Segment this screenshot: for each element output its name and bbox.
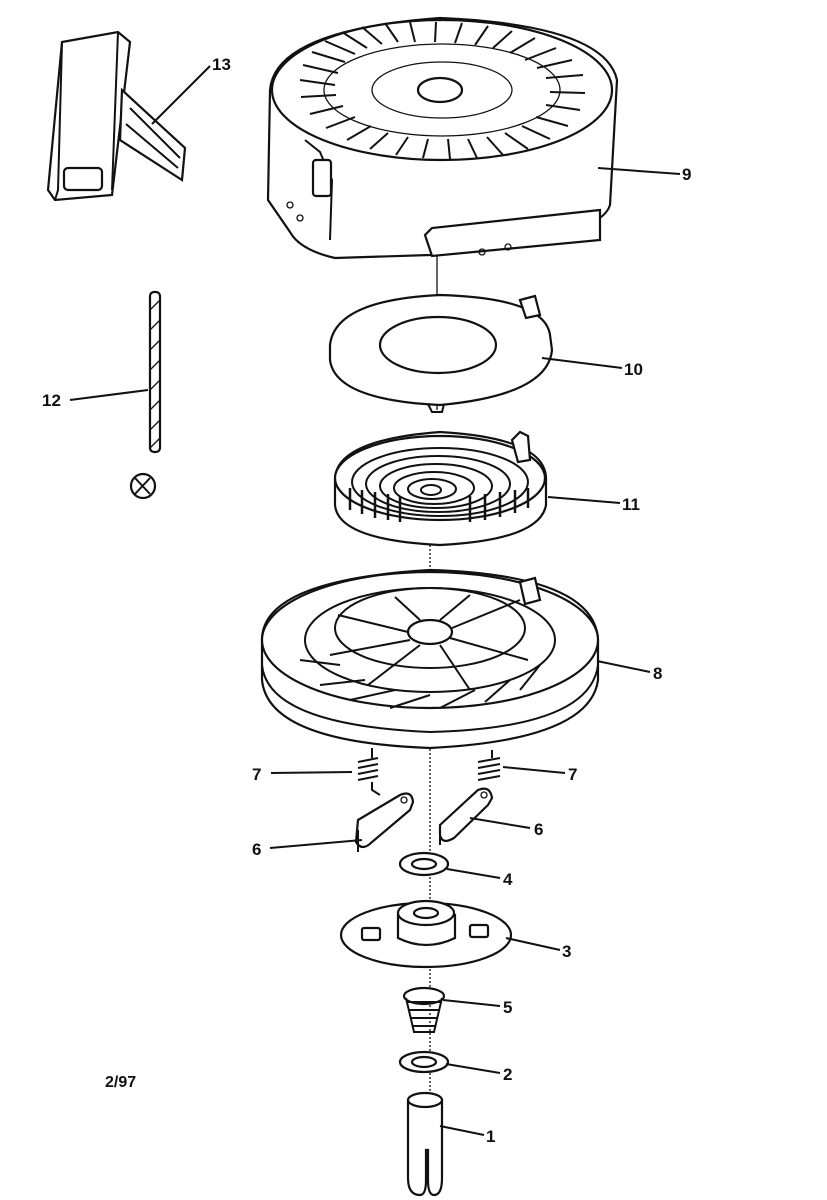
- callout-10: 10: [624, 360, 643, 379]
- callout-13: 13: [212, 55, 231, 74]
- callout-6-left: 6: [252, 840, 261, 859]
- callout-11: 9: [682, 165, 691, 184]
- callout-12: 12: [42, 391, 61, 410]
- callout-4: 4: [503, 870, 513, 889]
- part-11-starter-housing: [266, 16, 619, 260]
- part-6-pawl-left: [354, 792, 415, 852]
- callout-2: 2: [503, 1065, 512, 1084]
- part-8-pulley: [260, 568, 600, 750]
- part-10-retainer-plate: [328, 293, 554, 413]
- callout-1: 1: [486, 1127, 495, 1146]
- part-9-recoil-spring: [333, 430, 548, 547]
- housing-vent-fins: [299, 21, 586, 160]
- callout-8: 8: [653, 664, 662, 683]
- part-3-retainer: [339, 899, 513, 969]
- part-7-spring-right: [477, 750, 501, 781]
- callout-3: 3: [562, 942, 571, 961]
- callout-7-left: 7: [252, 765, 261, 784]
- part-2-washer: [398, 1050, 450, 1074]
- part-12-starter-rope: [129, 290, 162, 500]
- callout-9: 11: [622, 495, 640, 514]
- part-1-center-pin: [406, 1091, 444, 1197]
- part-5-spring: [402, 986, 446, 1033]
- date-code: 2/97: [105, 1074, 136, 1091]
- callout-7-right: 7: [568, 765, 577, 784]
- part-13-starter-handle: [46, 30, 187, 202]
- callout-5: 5: [503, 998, 512, 1017]
- part-7-spring-left: [357, 748, 381, 796]
- part-6-pawl-right: [438, 787, 494, 845]
- callout-6-right: 6: [534, 820, 543, 839]
- leader-lines: [69, 65, 681, 1136]
- part-4-washer: [398, 851, 450, 877]
